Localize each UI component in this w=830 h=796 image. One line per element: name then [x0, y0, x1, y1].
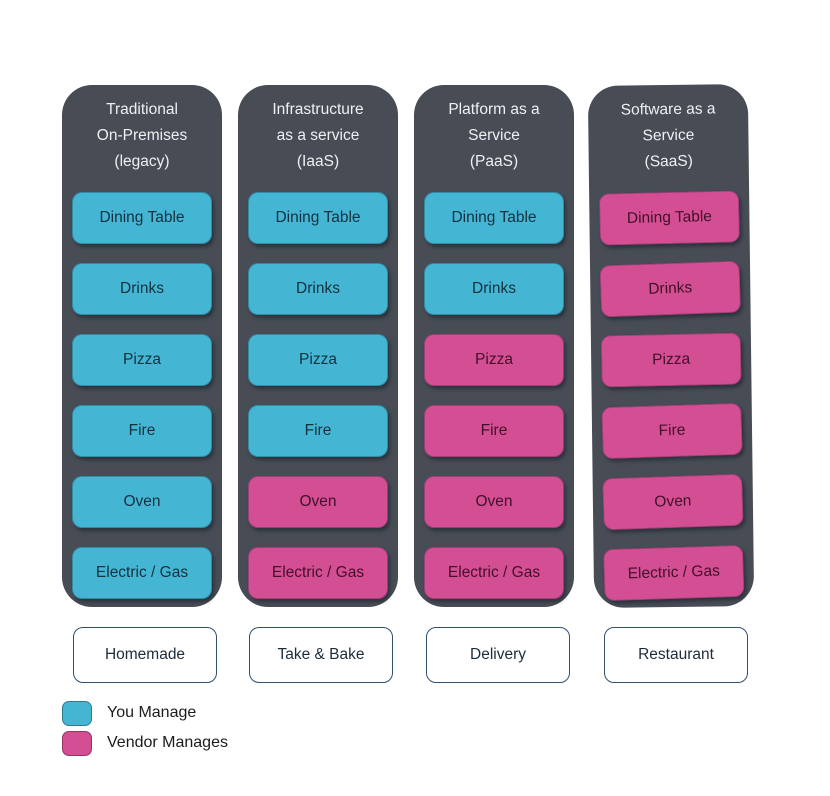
footer-label-restaurant: Restaurant [604, 627, 748, 683]
column-title-line: (legacy) [114, 153, 170, 170]
footer-label-delivery: Delivery [426, 627, 570, 683]
column-title-line: as a service [276, 127, 360, 144]
column-title-line: (PaaS) [469, 153, 519, 170]
item-drinks: Drinks [248, 263, 388, 315]
column-items: Dining Table Drinks Pizza Fire Oven Elec… [424, 192, 564, 599]
column-title-line: (SaaS) [644, 152, 693, 171]
column-title-line: Service [468, 127, 520, 144]
item-electric-gas: Electric / Gas [602, 544, 745, 602]
column-items: Dining Table Drinks Pizza Fire Oven Elec… [248, 192, 388, 599]
item-fire: Fire [424, 405, 564, 457]
item-pizza: Pizza [248, 334, 388, 386]
item-oven: Oven [602, 473, 744, 531]
legend-label: Vendor Manages [107, 734, 228, 751]
column-title: Infrastructure as a service (IaaS) [240, 97, 396, 175]
item-drinks: Drinks [599, 260, 742, 318]
column-title-line: Infrastructure [272, 101, 364, 118]
item-pizza: Pizza [600, 332, 742, 388]
column-title-line: On-Premises [96, 127, 188, 144]
item-fire: Fire [248, 405, 388, 457]
item-dining-table: Dining Table [248, 192, 388, 244]
column-title: Traditional On-Premises (legacy) [64, 97, 220, 175]
item-dining-table: Dining Table [72, 192, 212, 244]
column-title-line: Service [642, 126, 695, 145]
item-electric-gas: Electric / Gas [72, 547, 212, 599]
column-title-line: Traditional [106, 101, 178, 118]
column-title-line: Software as a [620, 100, 716, 119]
footer-label-homemade: Homemade [73, 627, 217, 683]
item-dining-table: Dining Table [424, 192, 564, 244]
column-title: Software as a Service (SaaS) [590, 96, 747, 176]
column-title: Platform as a Service (PaaS) [416, 97, 572, 175]
column-items: Dining Table Drinks Pizza Fire Oven Elec… [598, 190, 745, 602]
legend-row-vendor-manages: Vendor Manages [62, 728, 228, 758]
column-legacy: Traditional On-Premises (legacy) Dining … [62, 85, 222, 607]
item-pizza: Pizza [424, 334, 564, 386]
column-iaas: Infrastructure as a service (IaaS) Dinin… [238, 85, 398, 607]
item-fire: Fire [601, 402, 743, 460]
item-electric-gas: Electric / Gas [424, 547, 564, 599]
column-saas: Software as a Service (SaaS) Dining Tabl… [587, 84, 755, 608]
legend-label: You Manage [107, 704, 197, 721]
item-oven: Oven [424, 476, 564, 528]
item-drinks: Drinks [72, 263, 212, 315]
item-electric-gas: Electric / Gas [248, 547, 388, 599]
footer-label-take-and-bake: Take & Bake [249, 627, 393, 683]
legend-row-you-manage: You Manage [62, 698, 228, 728]
item-drinks: Drinks [424, 263, 564, 315]
column-title-line: (IaaS) [296, 153, 340, 170]
column-title-line: Platform as a [448, 101, 540, 118]
item-oven: Oven [72, 476, 212, 528]
column-items: Dining Table Drinks Pizza Fire Oven Elec… [72, 192, 212, 599]
item-oven: Oven [248, 476, 388, 528]
item-fire: Fire [72, 405, 212, 457]
item-pizza: Pizza [72, 334, 212, 386]
legend: You Manage Vendor Manages [62, 698, 228, 758]
item-dining-table: Dining Table [598, 190, 741, 246]
you-manage-swatch [62, 700, 92, 726]
vendor-manages-swatch [62, 730, 92, 756]
column-paas: Platform as a Service (PaaS) Dining Tabl… [414, 85, 574, 607]
